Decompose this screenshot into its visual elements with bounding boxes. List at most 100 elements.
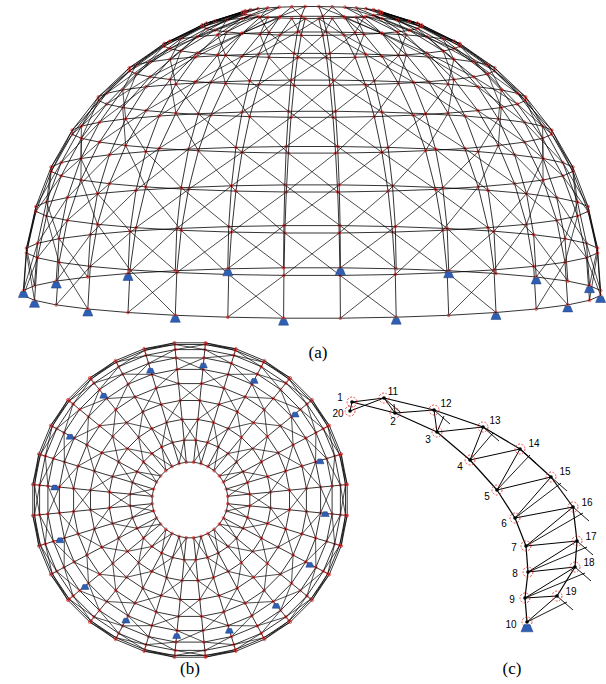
diagonal-member	[231, 363, 252, 384]
joint-node	[158, 115, 161, 118]
diagonal-member	[109, 492, 130, 506]
diagonal-member	[98, 68, 129, 101]
ring-member	[429, 57, 454, 59]
diagonal-member	[306, 462, 315, 489]
joint-node	[225, 18, 228, 21]
ring-member	[294, 85, 330, 86]
diagonal-member	[136, 149, 189, 190]
joint-node	[321, 34, 324, 37]
meridian-member	[501, 108, 524, 143]
diagonal-member	[170, 21, 215, 41]
diagonal-member	[447, 229, 496, 274]
ring-member	[130, 506, 132, 518]
ring-member	[218, 447, 228, 454]
meridian-member	[254, 577, 265, 590]
meridian-member	[232, 147, 236, 185]
meridian-member	[302, 462, 316, 466]
meridian-member	[198, 115, 210, 151]
meridian-member	[201, 443, 208, 464]
diagonal-member	[156, 612, 177, 631]
meridian-member	[495, 68, 526, 97]
ring-member	[128, 271, 175, 274]
ring-member	[149, 358, 176, 364]
meridian-member	[478, 152, 488, 191]
ring-member	[123, 363, 149, 374]
support-symbol	[18, 292, 28, 298]
support-symbol	[83, 310, 93, 316]
ring-member	[228, 563, 241, 572]
meridian-member	[189, 114, 199, 149]
joint-node	[325, 56, 328, 59]
diagonal-member	[498, 90, 501, 119]
diagonal-member	[208, 429, 229, 443]
joint-node	[500, 106, 503, 109]
meridian-member	[498, 119, 514, 155]
diagonal-member	[253, 547, 279, 551]
joint-node	[25, 252, 28, 255]
meridian-member	[136, 152, 146, 191]
diagonal-member	[208, 534, 228, 547]
meridian-member	[268, 471, 286, 477]
joint-node	[477, 150, 480, 153]
ring-member	[211, 115, 250, 116]
diagonal-member	[242, 80, 291, 112]
diagonal-member	[59, 466, 78, 487]
meridian-member	[478, 111, 498, 146]
ring-member	[100, 119, 126, 122]
ring-member	[99, 374, 122, 390]
ring-member	[203, 626, 228, 631]
ring-member	[237, 528, 244, 538]
meridian-member	[454, 59, 478, 87]
joint-node	[412, 81, 415, 84]
meridian-member	[47, 163, 62, 202]
meridian-member	[184, 440, 186, 462]
diagonal-member	[198, 581, 219, 596]
meridian-member	[202, 616, 203, 630]
ring-member	[176, 357, 204, 358]
diagonal-member	[100, 423, 127, 426]
ring-member	[109, 184, 145, 187]
ring-member	[150, 59, 170, 62]
diagonal-member	[243, 472, 268, 477]
joint-node	[339, 224, 342, 227]
joint-node	[523, 121, 526, 124]
joint-node	[244, 9, 247, 12]
joint-node	[381, 151, 384, 154]
meridian-member	[219, 462, 236, 476]
ring-member	[259, 84, 294, 86]
diagonal-member	[264, 564, 267, 591]
ring-member	[285, 233, 339, 234]
joint-node	[209, 81, 212, 84]
meridian-member	[228, 504, 250, 506]
diagonal-member	[94, 471, 109, 492]
ring-member	[388, 147, 435, 149]
ring-member	[200, 596, 219, 600]
ring-member	[48, 459, 54, 486]
ring-member	[113, 564, 127, 578]
diagonal-member	[162, 423, 167, 448]
ring-member	[80, 591, 100, 611]
meridian-member	[228, 412, 237, 429]
meridian-member	[127, 563, 139, 578]
joint-node	[596, 252, 599, 255]
diagonal-member	[200, 401, 214, 423]
diagonal-member	[152, 616, 179, 625]
diagonal-member	[237, 563, 241, 589]
meridian-member	[563, 163, 578, 202]
ring-member	[332, 486, 333, 514]
joint-node	[121, 106, 124, 109]
diagonal-member	[242, 7, 279, 18]
diagonal-member	[526, 97, 543, 126]
ring-member	[74, 512, 79, 534]
ring-member	[241, 437, 252, 448]
diagonal-member	[488, 65, 502, 90]
joint-node	[283, 232, 286, 235]
meridian-member	[143, 412, 152, 429]
diagonal-member	[179, 384, 200, 401]
diagonal-member	[146, 187, 181, 230]
diagonal-member	[198, 151, 236, 191]
ring-member	[449, 313, 496, 316]
diagonal-member	[219, 596, 245, 603]
joint-node	[58, 237, 61, 240]
ring-member	[144, 454, 152, 462]
